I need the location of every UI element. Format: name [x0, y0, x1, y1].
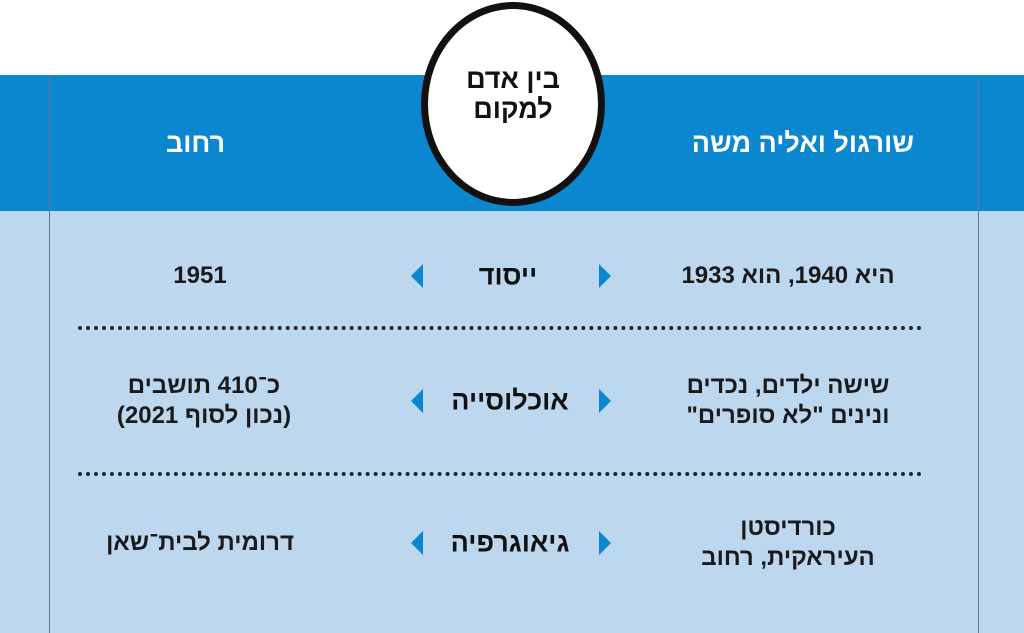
- cell-line: העיראקית, רחוב: [701, 544, 875, 571]
- cell-line: ונינים "לא סופרים": [686, 402, 890, 429]
- cell-line: שישה ילדים, נכדים: [686, 372, 890, 399]
- cell-line: דרומית לבית־שאן: [106, 529, 294, 556]
- row-founding-left: 1951: [173, 261, 226, 291]
- left-border: [49, 75, 50, 633]
- row-founding-label: ייסוד: [478, 260, 538, 291]
- cell-line: 1951: [173, 262, 227, 289]
- arrow-right-icon: [599, 264, 611, 288]
- row-population-label: אוכלוסייה: [451, 385, 569, 416]
- cell-line: (נכון לסוף 2021): [116, 402, 292, 429]
- cell-line: היא 1940, הוא 1933: [681, 262, 895, 289]
- row-geography-label: גיאוגרפיה: [450, 527, 570, 558]
- cell-line: כ־410 תושבים: [127, 372, 281, 399]
- row-founding-right: היא 1940, הוא 1933: [681, 261, 894, 291]
- column-header-left: רחוב: [166, 128, 226, 158]
- right-border: [978, 75, 979, 633]
- row-geography-right: כורדיסטן העיראקית, רחוב: [701, 513, 875, 573]
- cell-line: כורדיסטן: [740, 514, 836, 541]
- arrow-left-icon: [411, 264, 423, 288]
- title-line-2: למקום: [473, 94, 553, 124]
- arrow-left-icon: [411, 389, 423, 413]
- title-line-1: בין אדם: [466, 64, 560, 94]
- column-header-right: שורגול ואליה משה: [691, 128, 914, 158]
- arrow-left-icon: [411, 531, 423, 555]
- row-population-left: כ־410 תושבים (נכון לסוף 2021): [117, 371, 291, 431]
- row-population-right: שישה ילדים, נכדים ונינים "לא סופרים": [687, 371, 890, 431]
- dotted-divider: [78, 326, 922, 330]
- arrow-right-icon: [599, 531, 611, 555]
- dotted-divider: [78, 472, 922, 476]
- title-badge: בין אדם למקום: [421, 2, 605, 206]
- row-geography-left: דרומית לבית־שאן: [106, 528, 294, 558]
- arrow-right-icon: [599, 389, 611, 413]
